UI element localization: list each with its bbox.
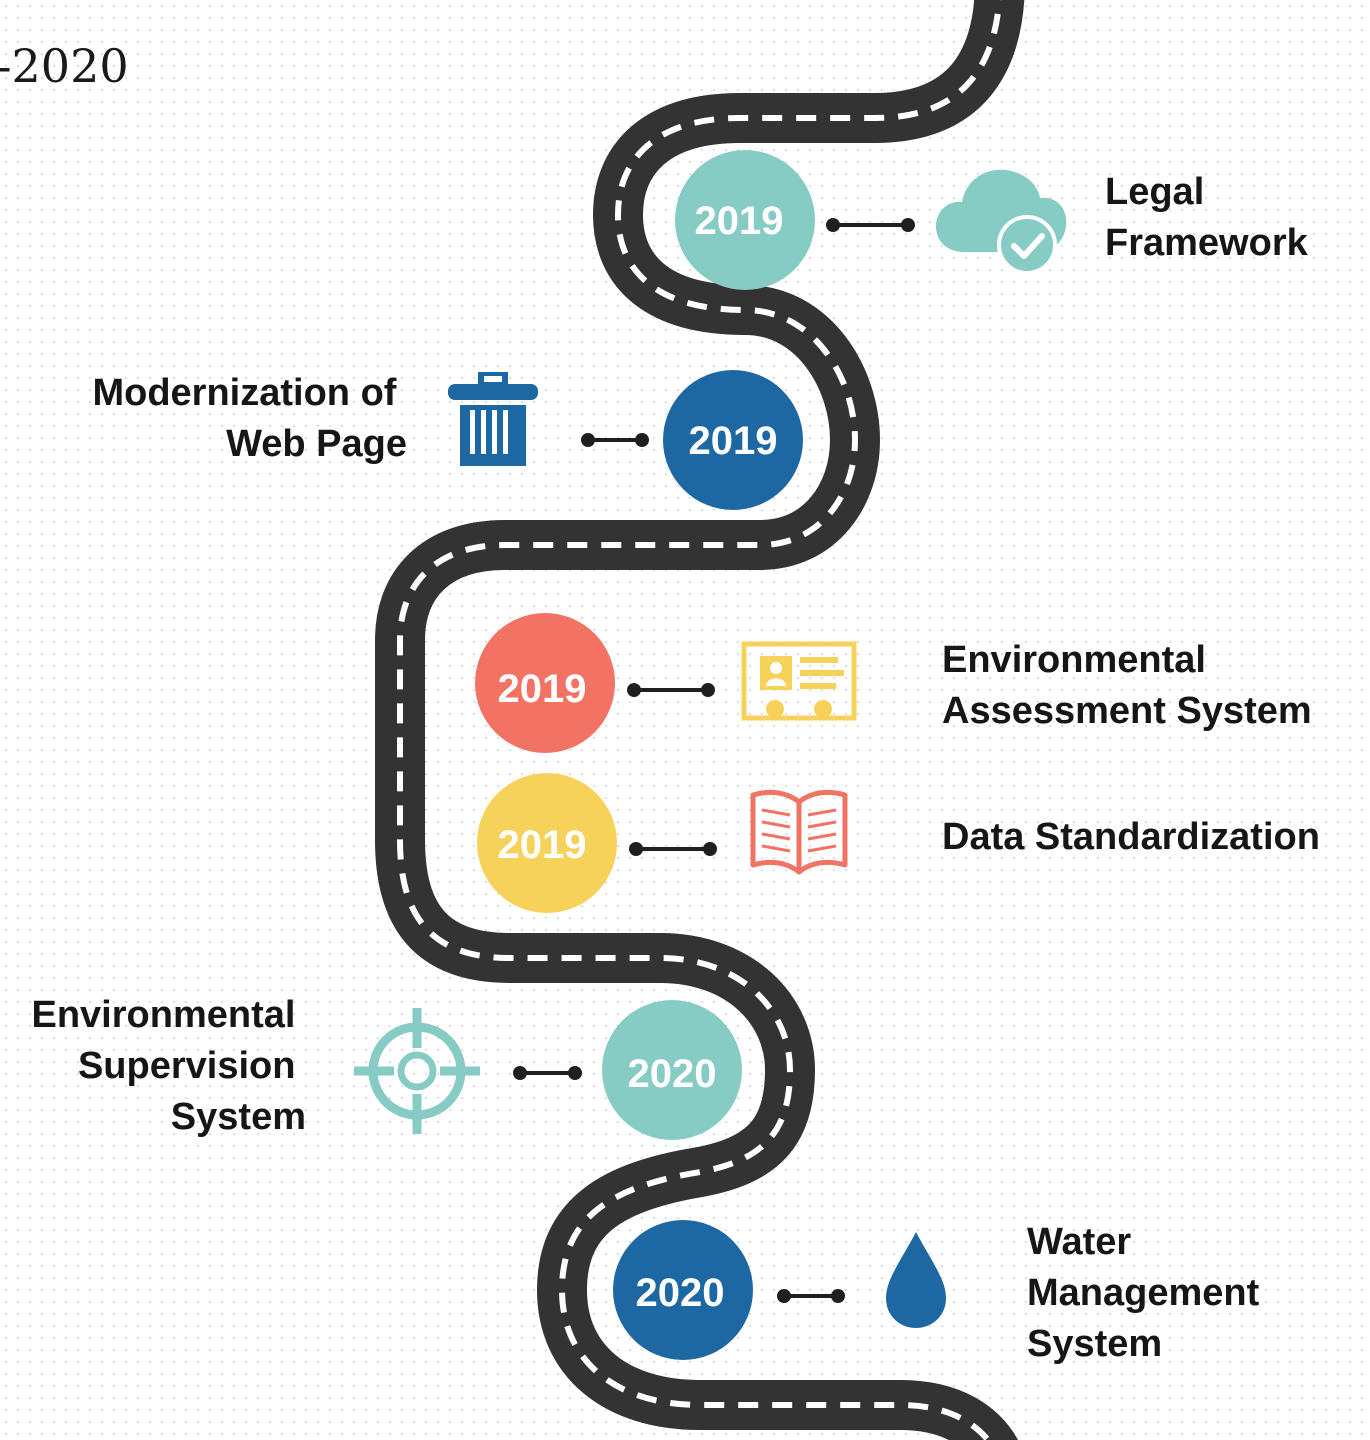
year-label: 2019 <box>498 823 587 867</box>
timeline-title: -2020 <box>0 39 129 93</box>
trash-bin-icon <box>448 372 538 466</box>
milestone-label: Water Management System <box>1027 1221 1270 1365</box>
water-drop-icon <box>886 1232 946 1328</box>
year-circle <box>663 370 803 510</box>
connector <box>777 1289 845 1303</box>
year-label: 2020 <box>628 1052 717 1096</box>
connector <box>627 683 715 697</box>
crosshair-target-icon <box>354 1008 480 1134</box>
winding-road <box>375 0 1025 1440</box>
year-circle <box>675 150 815 290</box>
year-label: 2019 <box>695 199 784 243</box>
connector <box>581 433 649 447</box>
connector <box>513 1066 582 1080</box>
year-circle <box>613 1220 753 1360</box>
milestone-data-standardization: 2019 Data Standardization <box>477 773 1320 913</box>
year-label: 2020 <box>636 1271 725 1315</box>
milestone-label: Modernization of Web Page <box>92 372 407 465</box>
cloud-check-icon <box>936 169 1067 275</box>
milestone-water-management: 2020 Water Management System <box>613 1220 1270 1365</box>
milestone-label: Environmental Assessment System <box>942 639 1312 732</box>
milestone-label: Data Standardization <box>942 816 1320 858</box>
year-label: 2019 <box>498 667 587 711</box>
year-circle <box>477 773 617 913</box>
milestone-environmental-supervision: 2020 Environmental Supervision System <box>31 994 742 1140</box>
milestone-label: Legal Framework <box>1105 171 1309 264</box>
milestone-environmental-assessment: 2019 Environmental Assessment System <box>475 613 1312 753</box>
milestone-legal-framework: 2019 Legal Framework <box>675 150 1309 290</box>
year-circle <box>475 613 615 753</box>
milestone-web-page: 2019 Modernization of Web Page <box>92 370 803 510</box>
milestone-label: Environmental Supervision System <box>31 994 306 1138</box>
id-card-icon <box>741 641 857 721</box>
year-label: 2019 <box>689 419 778 463</box>
connector <box>826 218 915 232</box>
connector <box>629 842 717 856</box>
road-center-stripe <box>397 0 1003 1440</box>
open-book-icon <box>750 789 848 875</box>
year-circle <box>602 1000 742 1140</box>
